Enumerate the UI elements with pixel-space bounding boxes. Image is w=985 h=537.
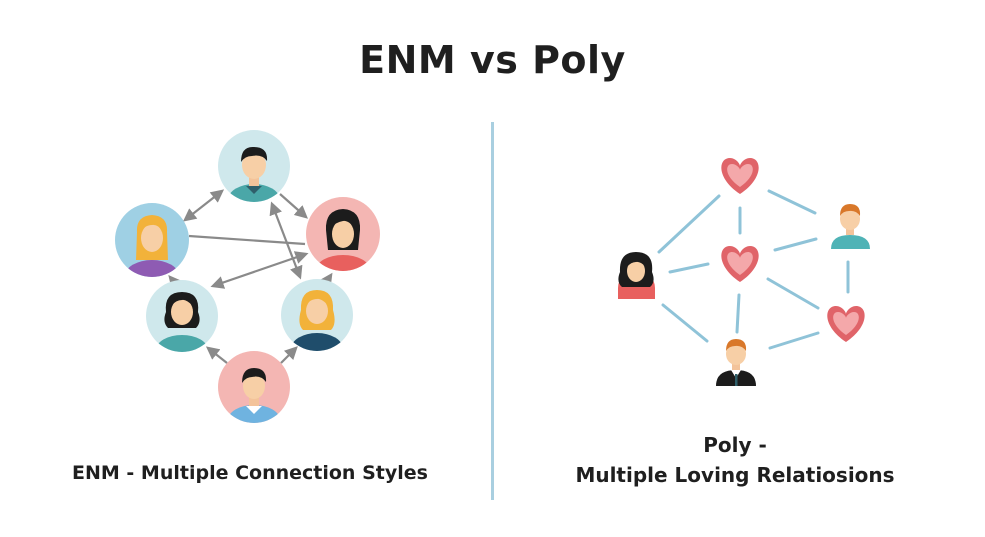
avatar-man-right bbox=[831, 204, 870, 249]
avatar-blonde-woman-right bbox=[281, 279, 353, 351]
vertical-divider bbox=[491, 122, 494, 500]
heart-icon-right bbox=[827, 306, 865, 342]
poly-caption-line1: Poly - bbox=[703, 433, 767, 457]
page-title: ENM vs Poly bbox=[359, 38, 626, 82]
avatar-dark-hair-woman-left bbox=[146, 280, 218, 352]
avatar-woman bbox=[618, 252, 655, 299]
avatar-man-top bbox=[218, 130, 290, 202]
avatar-man-bottom bbox=[218, 351, 290, 423]
avatar-dark-hair-woman-right bbox=[306, 197, 380, 271]
enm-connection-arrows bbox=[168, 189, 333, 364]
poly-caption: Poly - Multiple Loving Relatiosions bbox=[540, 430, 930, 490]
avatar-man-suit bbox=[716, 339, 756, 386]
enm-caption: ENM - Multiple Connection Styles bbox=[72, 462, 428, 484]
avatar-blonde-woman-left bbox=[115, 203, 189, 277]
heart-icon-center bbox=[721, 246, 759, 282]
poly-caption-line2: Multiple Loving Relatiosions bbox=[575, 463, 895, 487]
heart-icon-top bbox=[721, 158, 759, 194]
poly-connection-lines bbox=[657, 189, 850, 350]
